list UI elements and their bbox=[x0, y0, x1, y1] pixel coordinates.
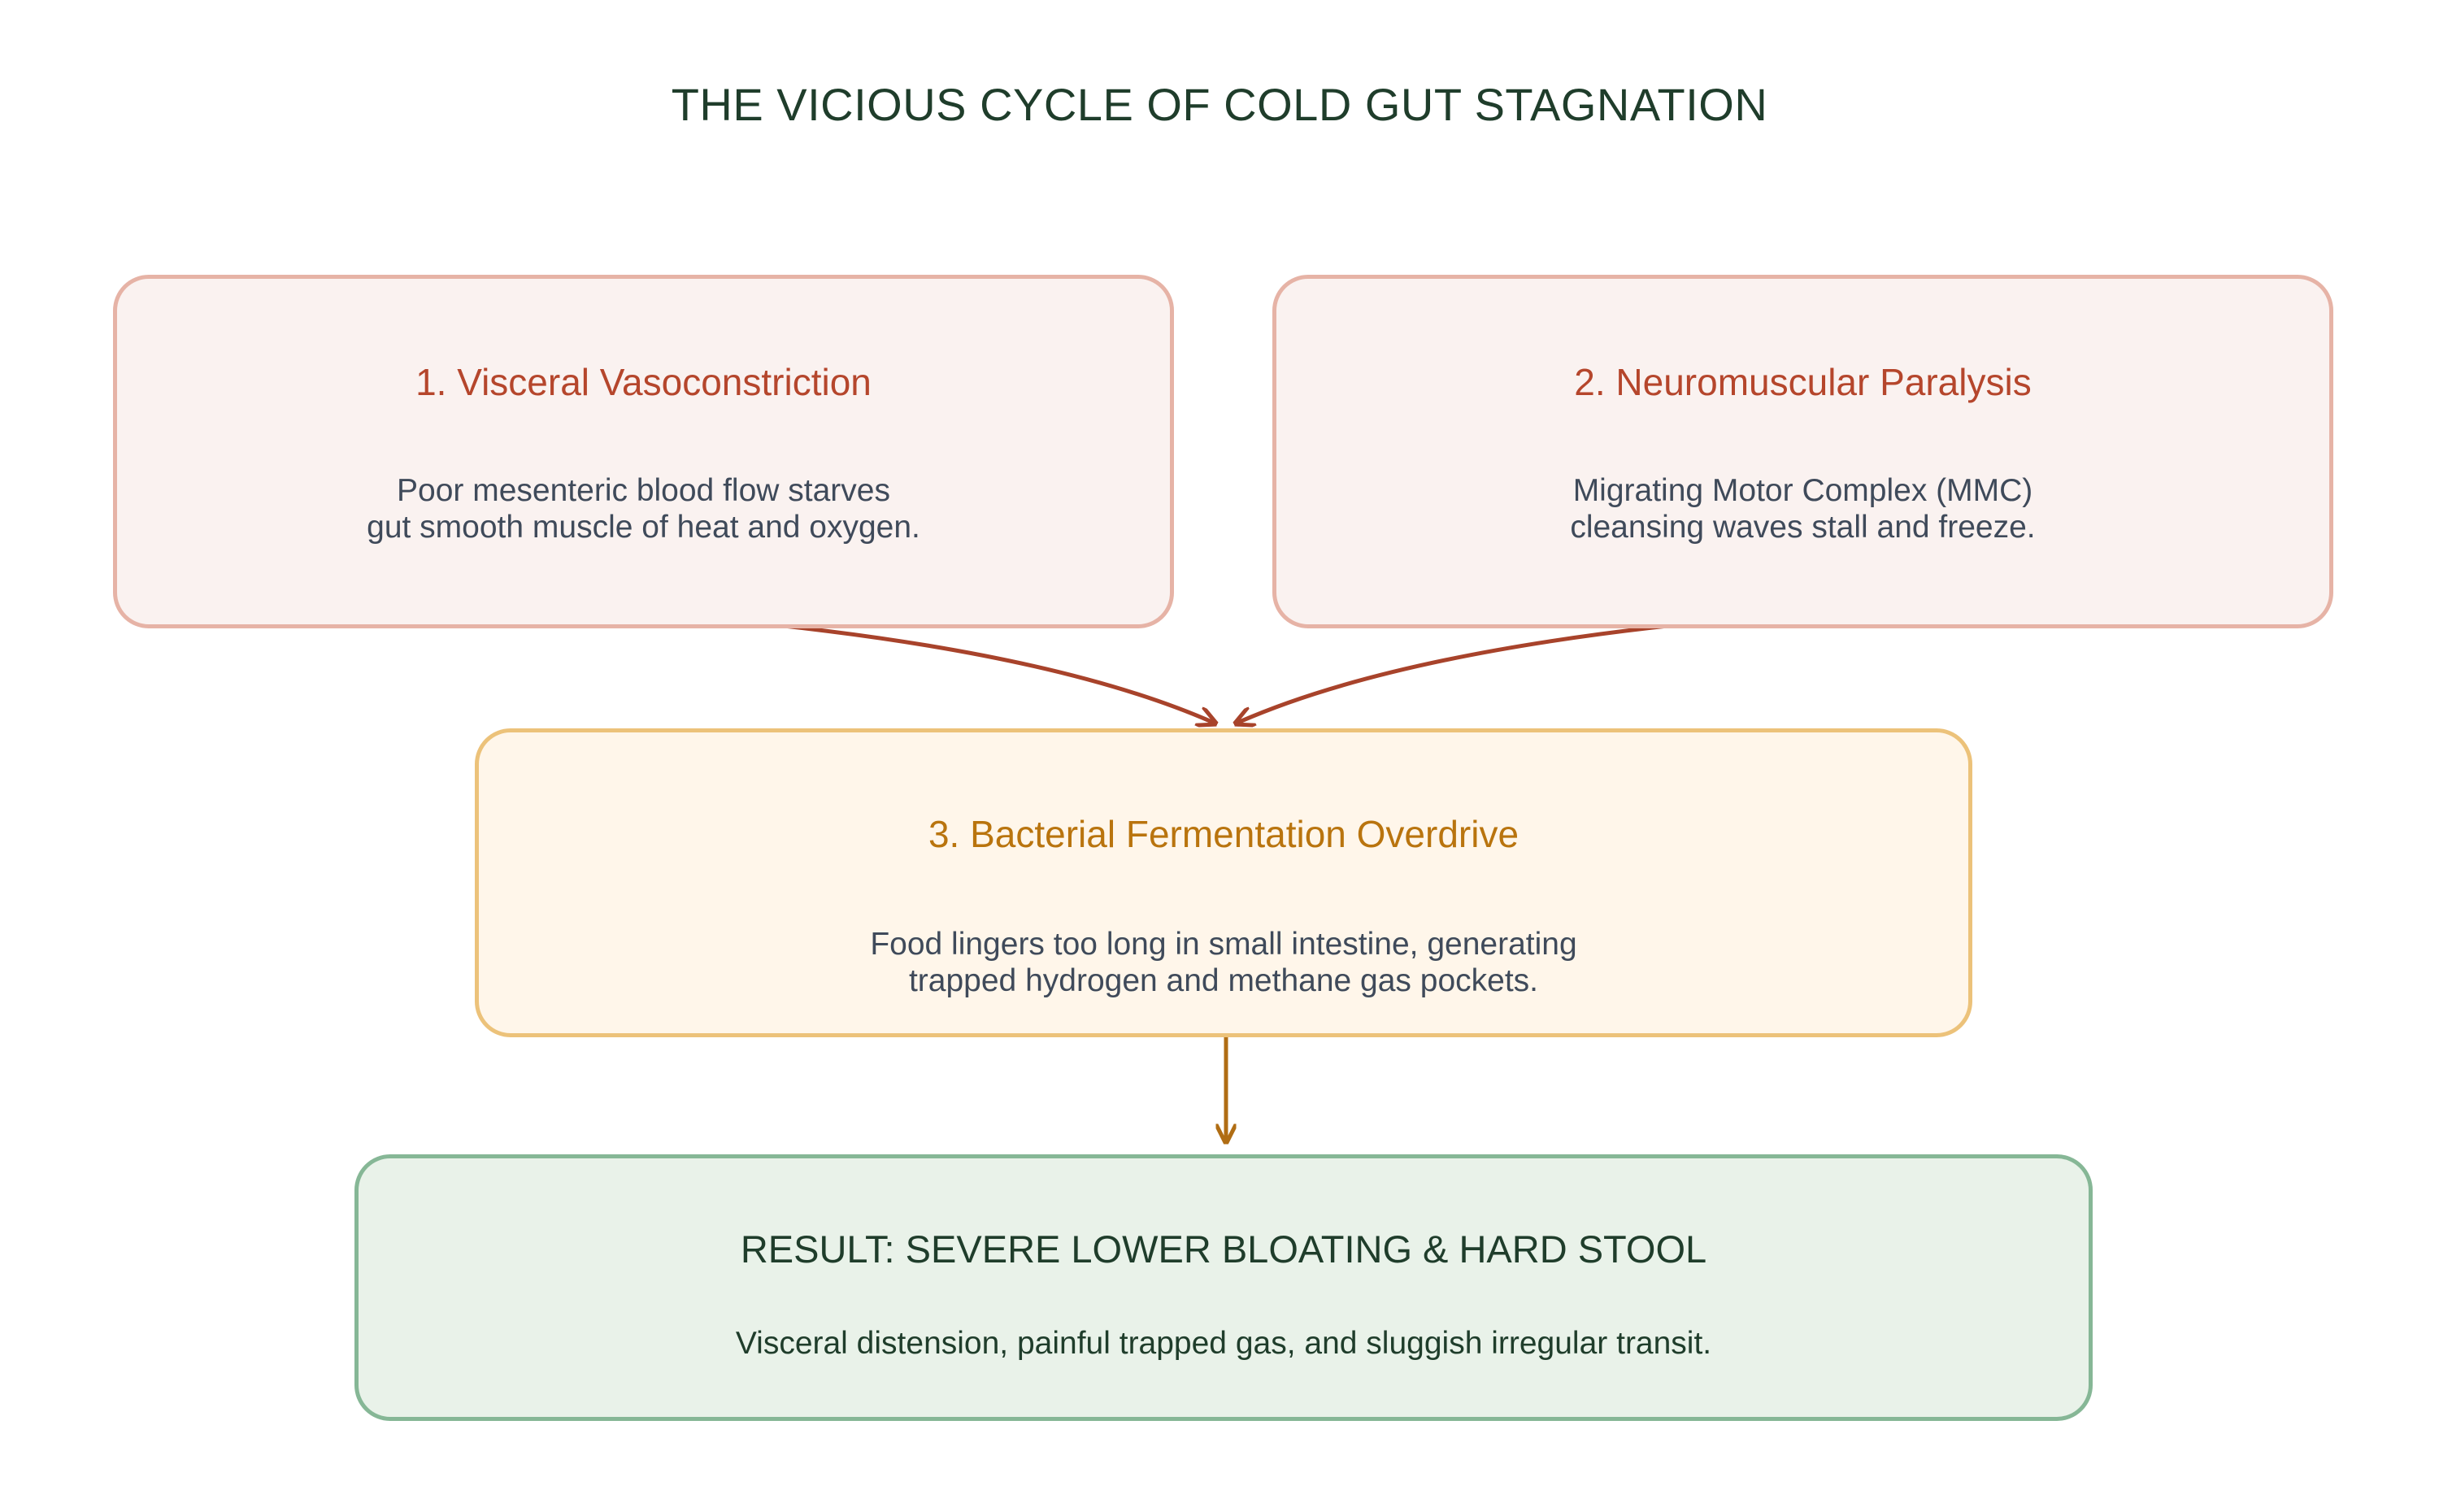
node-heading: RESULT: SEVERE LOWER BLOATING & HARD STO… bbox=[740, 1227, 1707, 1271]
description-line: Migrating Motor Complex (MMC) bbox=[1572, 473, 2033, 508]
arrow-paralysis-to-fermentation bbox=[1236, 611, 1802, 723]
node-result: RESULT: SEVERE LOWER BLOATING & HARD STO… bbox=[354, 1154, 2093, 1421]
node-description: Food lingers too long in small intestine… bbox=[479, 926, 1968, 999]
arrow-vasoconstriction-to-fermentation bbox=[650, 611, 1215, 723]
description-line: Food lingers too long in small intestine… bbox=[870, 927, 1577, 962]
node-neuromuscular-paralysis: 2. Neuromuscular Paralysis Migrating Mot… bbox=[1272, 275, 2333, 628]
description-line: Visceral distension, painful trapped gas… bbox=[735, 1326, 1712, 1361]
node-description: Visceral distension, painful trapped gas… bbox=[359, 1325, 2089, 1362]
description-line: cleansing waves stall and freeze. bbox=[1570, 510, 2036, 545]
description-line: trapped hydrogen and methane gas pockets… bbox=[908, 963, 1539, 998]
node-heading: 3. Bacterial Fermentation Overdrive bbox=[928, 813, 1519, 855]
node-heading: 1. Visceral Vasoconstriction bbox=[415, 361, 872, 403]
diagram-title: THE VICIOUS CYCLE OF COLD GUT STAGNATION bbox=[671, 79, 1768, 130]
node-description: Migrating Motor Complex (MMC) cleansing … bbox=[1276, 472, 2329, 545]
description-line: Poor mesenteric blood flow starves bbox=[397, 473, 890, 508]
node-bacterial-fermentation: 3. Bacterial Fermentation Overdrive Food… bbox=[475, 728, 1972, 1037]
description-line: gut smooth muscle of heat and oxygen. bbox=[367, 510, 920, 545]
node-visceral-vasoconstriction: 1. Visceral Vasoconstriction Poor mesent… bbox=[113, 275, 1174, 628]
node-description: Poor mesenteric blood flow starves gut s… bbox=[117, 472, 1170, 545]
node-heading: 2. Neuromuscular Paralysis bbox=[1574, 361, 2032, 403]
